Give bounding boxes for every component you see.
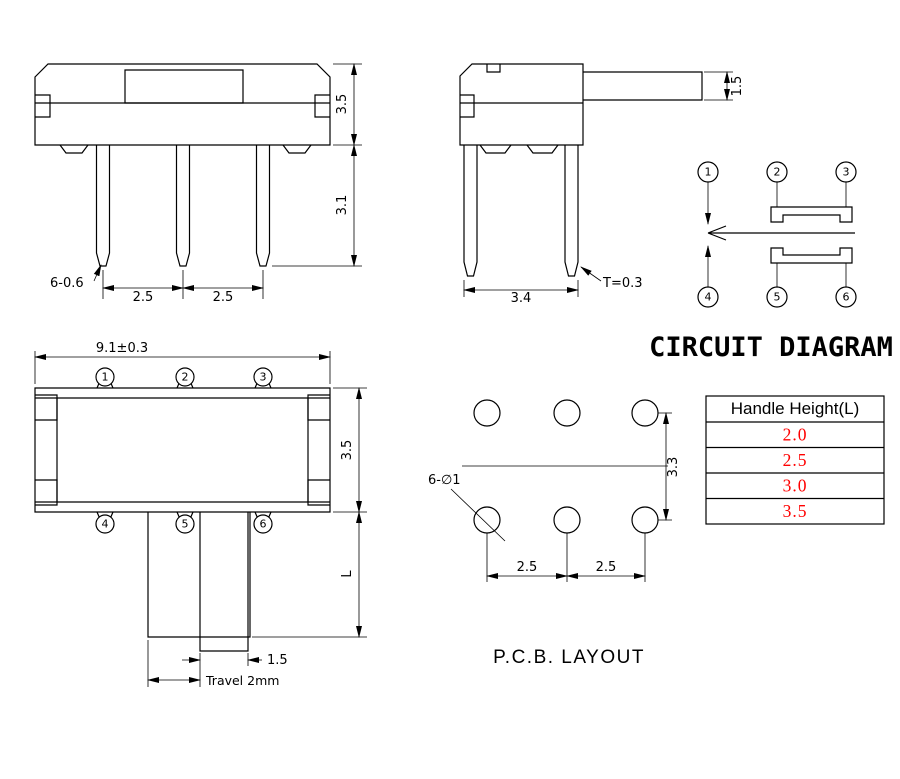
circuit-terminal-wires (776, 182, 847, 287)
side-foot-left (479, 144, 512, 154)
front-pin-1 (95, 145, 111, 267)
circuit-terminal-6-badge (835, 286, 857, 308)
pcb-dim-col-pitch-right: 2.5 (596, 560, 617, 575)
circuit-diagram: 1 2 3 4 5 6 CIRCUIT DIAGRAM (649, 161, 893, 363)
topview-frame-lines (35, 397, 330, 503)
side-extension-lines (463, 71, 733, 297)
topview-terminal-5: 5 (182, 518, 189, 531)
topview-dim-travel: Travel 2mm (205, 673, 279, 688)
table-row-2: 2.5 (783, 450, 808, 470)
circuit-terminal-3-badge (835, 161, 857, 183)
pcb-dim-row-pitch: 3.3 (666, 457, 681, 478)
circuit-terminal-4: 4 (705, 291, 712, 304)
circuit-contact-lower (770, 247, 853, 264)
side-dim-handle-thickness: 1.5 (730, 76, 745, 97)
side-dim-base-width: 3.4 (511, 291, 532, 306)
table-row-lines (706, 421, 884, 500)
topview-terminal-2: 2 (182, 371, 189, 384)
topview-terminal-3-badge (253, 367, 273, 387)
pcb-hole-2 (553, 399, 581, 427)
front-left-tab (35, 94, 51, 118)
circuit-contact-upper (770, 206, 853, 223)
side-terminal-callout-leader (580, 266, 602, 282)
pcb-hole-1 (473, 399, 501, 427)
topview-dim-handle-length: L (340, 570, 355, 578)
circuit-terminal-1-badge (697, 161, 719, 183)
topview-terminal-1-badge (95, 367, 115, 387)
circuit-terminal-1: 1 (705, 166, 712, 179)
topview-terminal-3: 3 (260, 371, 267, 384)
front-pin-3 (255, 145, 271, 267)
pcb-hole-3 (631, 399, 659, 427)
pcb-hole-5 (553, 506, 581, 534)
front-body-outline (34, 63, 331, 146)
topview-dim-width: 9.1±0.3 (96, 341, 148, 356)
topview-body-outline (34, 387, 331, 513)
pcb-extension-lines (486, 412, 672, 582)
circuit-terminal-5-badge (766, 286, 788, 308)
side-foot-right (526, 144, 559, 154)
table-row-4: 3.5 (783, 501, 808, 521)
topview-handle-knob (199, 512, 249, 652)
side-lever-handle (583, 71, 703, 101)
topview-dim-knob-width: 1.5 (267, 653, 288, 668)
front-foot-left (59, 144, 89, 154)
side-view: 1.5 3.4 T=0.3 (459, 63, 745, 306)
handle-height-table: Handle Height(L) 2.0 2.5 3.0 3.5 (705, 395, 885, 525)
topview-dim-depth: 3.5 (340, 440, 355, 461)
front-dim-pin-length: 3.1 (335, 195, 350, 216)
topview-terminal-6: 6 (260, 518, 267, 531)
pcb-layout: 6-∅1 3.3 2.5 2.5 P.C.B. LAYOUT (428, 399, 681, 668)
circuit-wiper-arrow (707, 225, 855, 241)
pcb-layout-title: P.C.B. LAYOUT (493, 647, 645, 668)
topview-terminal-4: 4 (102, 518, 109, 531)
side-body-outline (459, 63, 584, 146)
front-dim-pitch-left: 2.5 (133, 290, 154, 305)
table-border (705, 395, 885, 525)
pcb-hole-callout-leader (450, 488, 506, 542)
table-header: Handle Height(L) (731, 399, 860, 418)
topview-terminal-6-badge (253, 514, 273, 534)
side-pin-right (564, 145, 579, 277)
table-row-1: 2.0 (783, 425, 808, 445)
front-right-tab (314, 94, 330, 118)
front-slider-knob (124, 69, 244, 104)
table-row-3: 3.0 (783, 476, 808, 496)
circuit-terminal-2: 2 (774, 166, 781, 179)
circuit-terminal-3: 3 (843, 166, 850, 179)
top-view: 1 2 3 4 5 6 9.1±0.3 3.5 L 1.5 Travel 2mm (34, 341, 367, 688)
pcb-dim-col-pitch-left: 2.5 (517, 560, 538, 575)
front-foot-right (282, 144, 312, 154)
side-top-notch (486, 64, 501, 73)
topview-terminal-4-badge (95, 514, 115, 534)
pcb-hole-6 (631, 506, 659, 534)
front-view: 3.5 3.1 2.5 2.5 6-0.6 (34, 63, 362, 305)
front-pin-callout-leader (93, 264, 102, 282)
topview-terminal-2-badge (175, 367, 195, 387)
topview-terminal-1: 1 (102, 371, 109, 384)
front-extension-lines (102, 63, 362, 299)
circuit-terminal-2-badge (766, 161, 788, 183)
circuit-terminal-6: 6 (843, 291, 850, 304)
pcb-hole-4 (473, 506, 501, 534)
side-pin-left (463, 145, 478, 277)
topview-corner-tabs (35, 394, 330, 506)
pcb-hole-callout: 6-∅1 (428, 473, 461, 488)
front-dim-pitch-right: 2.5 (213, 290, 234, 305)
side-terminal-thickness-callout: T=0.3 (602, 276, 643, 291)
front-dim-body-height: 3.5 (335, 94, 350, 115)
circuit-terminal-5: 5 (774, 291, 781, 304)
topview-terminal-5-badge (175, 514, 195, 534)
topview-handle-slot (147, 512, 251, 638)
circuit-diagram-title: CIRCUIT DIAGRAM (649, 332, 893, 363)
circuit-terminal-4-badge (697, 286, 719, 308)
front-pin-callout: 6-0.6 (50, 276, 84, 291)
front-pin-2 (175, 145, 191, 267)
side-left-tab (460, 94, 475, 118)
